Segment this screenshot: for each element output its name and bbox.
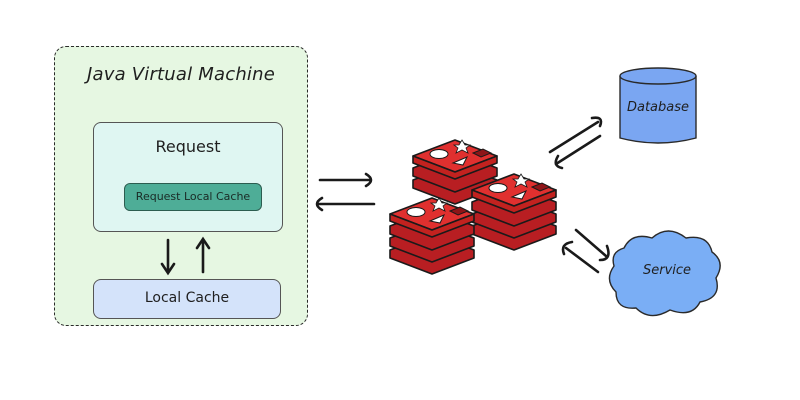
request-local-cache-box: Request Local Cache — [124, 183, 262, 211]
redis-node-front — [389, 197, 475, 275]
local-cache-box: Local Cache — [93, 279, 281, 319]
request-box: Request Request Local Cache — [93, 122, 283, 232]
arrow-service-to-redis — [561, 240, 600, 274]
database-label: Database — [626, 100, 690, 115]
arrow-local-cache-to-request — [195, 236, 211, 274]
redis-node-right — [471, 173, 557, 251]
service-label: Service — [642, 263, 692, 278]
arrow-redis-to-database — [548, 116, 603, 154]
database-icon — [619, 67, 697, 144]
arrow-redis-to-jvm — [315, 196, 376, 212]
arrow-redis-to-service — [574, 228, 610, 262]
arrow-request-to-local-cache — [160, 238, 176, 276]
service-cloud-icon — [608, 230, 721, 317]
redis-node-back — [412, 139, 498, 205]
arrow-database-to-redis — [554, 134, 602, 170]
arrow-jvm-to-redis — [318, 172, 373, 188]
request-title: Request — [155, 137, 221, 156]
jvm-title: Java Virtual Machine — [86, 64, 276, 85]
